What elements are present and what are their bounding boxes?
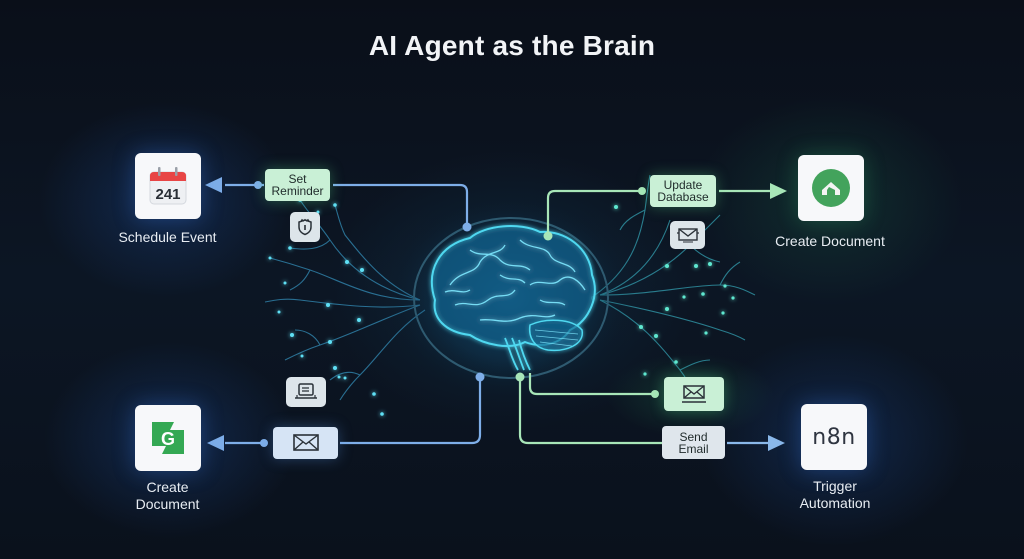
send-email-line2: Email	[678, 441, 709, 456]
open-envelope-icon	[676, 228, 699, 243]
schedule-event-label: Schedule Event	[118, 229, 217, 245]
arrow-right-create-doc	[770, 183, 787, 199]
create-document-top-label: Create Document	[775, 233, 885, 249]
shield-lock-icon	[298, 218, 312, 236]
mail-open-tile	[670, 221, 705, 249]
calendar-icon: 241	[149, 167, 187, 205]
computer-icon	[295, 383, 317, 399]
update-database-chip[interactable]: Update Database	[650, 175, 716, 207]
schedule-event-tile[interactable]: 241	[135, 153, 201, 219]
create-document-bottom-line1: Create	[146, 479, 189, 495]
wire-email-left	[225, 377, 482, 445]
arrow-left-schedule	[205, 177, 222, 193]
page-title: AI Agent as the Brain	[368, 30, 656, 61]
send-email-chip[interactable]: Send Email	[662, 426, 725, 459]
brain-orbit-ring	[413, 217, 609, 379]
email-chip-right[interactable]	[664, 377, 724, 411]
create-document-bottom-line2: Document	[135, 496, 200, 512]
svg-text:241: 241	[155, 186, 180, 203]
shield-lock-tile	[290, 212, 320, 242]
envelope-icon	[682, 385, 706, 403]
google-g-icon: G	[152, 422, 184, 454]
trigger-automation-line1: Trigger	[813, 478, 857, 494]
home-app-icon	[812, 169, 850, 207]
svg-text:G: G	[161, 429, 175, 449]
trigger-automation-tile[interactable]: n8n	[801, 404, 867, 470]
update-database-line1: Update	[663, 178, 703, 192]
brain-icon	[430, 225, 596, 371]
email-chip-left[interactable]	[273, 427, 338, 459]
create-document-top-tile[interactable]	[798, 155, 864, 221]
set-reminder-line1: Set	[288, 172, 307, 186]
wire-update-database	[546, 189, 772, 236]
create-document-bottom-label: Create Document	[110, 479, 225, 513]
send-email-line1: Send	[679, 429, 708, 444]
set-reminder-chip[interactable]: Set Reminder	[265, 169, 330, 201]
set-reminder-line2: Reminder	[271, 184, 324, 198]
arrow-left-create-doc	[207, 435, 224, 451]
neural-nodes-right	[591, 205, 735, 376]
update-database-line2: Database	[657, 190, 709, 204]
wire-email-right	[518, 373, 662, 445]
arrow-right-trigger	[768, 435, 785, 451]
create-document-bottom-tile[interactable]: G	[135, 405, 201, 471]
envelope-icon	[292, 434, 319, 451]
computer-tile	[286, 377, 326, 407]
trigger-automation-label: Trigger Automation	[775, 478, 895, 512]
n8n-logo-icon: n8n	[812, 424, 856, 450]
trigger-automation-line2: Automation	[799, 495, 871, 511]
